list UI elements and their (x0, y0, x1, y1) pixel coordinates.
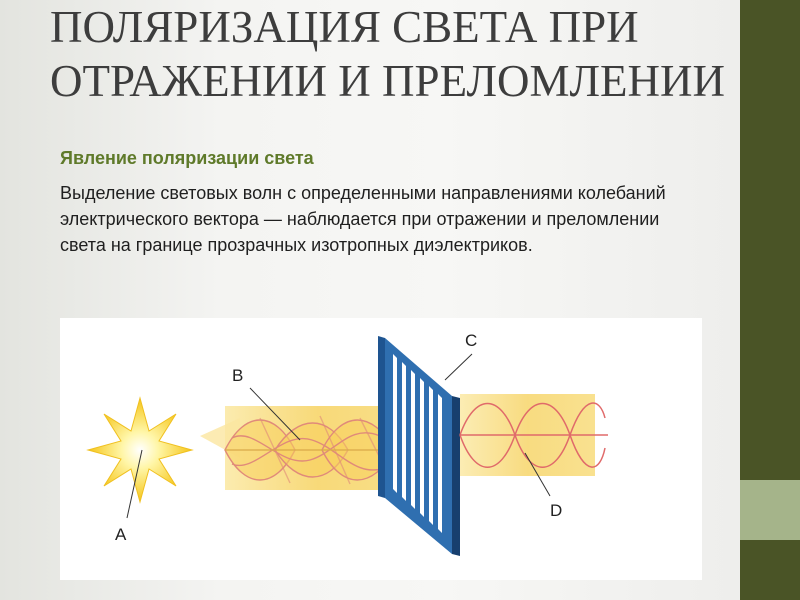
label-pointers (126, 353, 551, 519)
label-d: D (550, 501, 562, 520)
polarization-illustration: A B C D (60, 318, 702, 580)
label-a: A (115, 525, 127, 544)
label-b: B (232, 366, 243, 385)
slide-body-text: Выделение световых волн с определенными … (60, 183, 666, 255)
label-c: C (465, 331, 477, 350)
polarizer-grid (378, 336, 460, 556)
polarized-wave (459, 402, 608, 468)
light-source-star (86, 396, 194, 504)
slide-title: ПОЛЯРИЗАЦИЯ СВЕТА ПРИ ОТРАЖЕНИИ И ПРЕЛОМ… (50, 2, 725, 106)
polarization-diagram: A B C D (86, 331, 608, 556)
slide-subtitle: Явление поляризации света (60, 148, 314, 168)
side-decor-accent (740, 480, 800, 540)
